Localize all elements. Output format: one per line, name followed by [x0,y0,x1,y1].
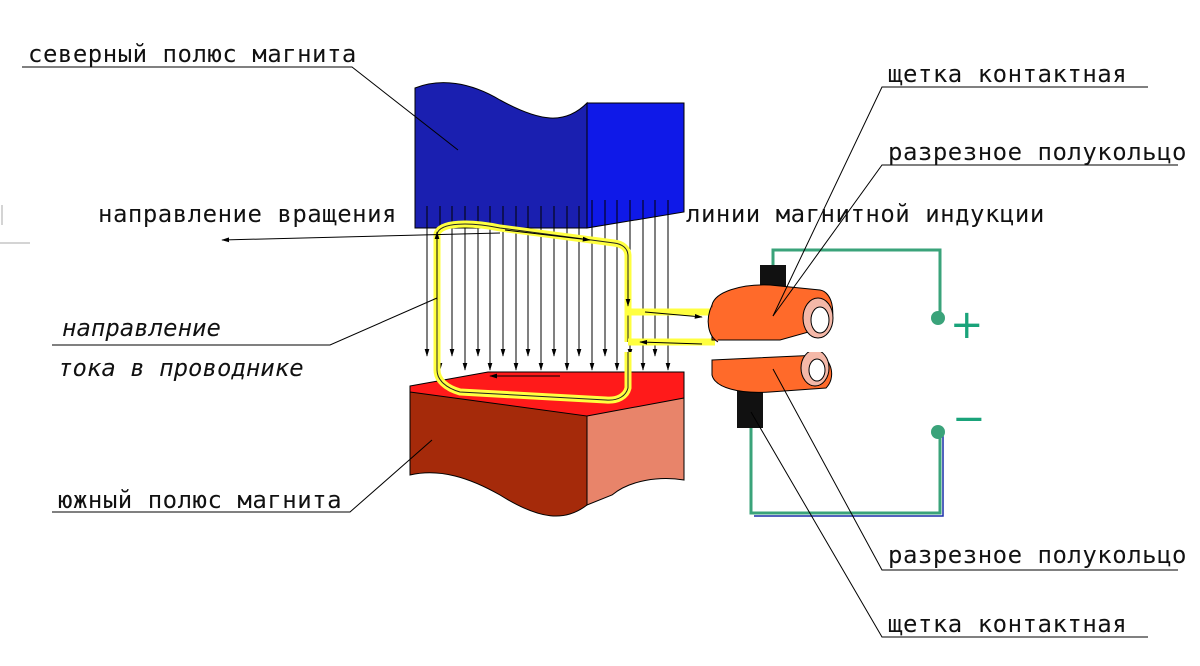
axis-stub [0,205,30,244]
label-split-ring-top: разрезное полукольцо [888,138,1187,166]
wire-plus [771,248,942,318]
label-current-direction-line2: тока в проводнике [58,354,304,382]
label-south-pole: южный полюс магнита [58,486,342,514]
leader-lines [22,66,1178,638]
terminal-minus-dot [931,425,945,439]
label-split-ring-bottom: разрезное полукольцо [888,541,1187,569]
commutator [704,265,834,428]
south-pole-front-face [409,391,588,517]
wire-minus-shadow [754,436,944,517]
external-circuit: + − [749,248,986,517]
wire-minus [749,428,942,515]
label-brush-bottom: щетка контактная [888,610,1127,638]
label-brush-top: щетка контактная [888,60,1127,88]
label-induction-lines: линии магнитной индукции [686,200,1045,228]
brush-bottom [737,386,763,428]
conductor-lead-top [624,300,715,316]
plus-sign: + [950,302,984,348]
terminal-plus-dot [931,311,945,325]
split-ring-top [707,284,834,343]
rotation-direction-arrow [221,232,501,243]
labels: северный полюс магнита направление враще… [28,40,1187,638]
south-pole-side-face [586,397,685,506]
label-north-pole: северный полюс магнита [28,40,357,68]
north-pole-side-face [586,102,685,229]
north-pole-magnet [414,82,685,229]
minus-sign: − [952,396,986,442]
split-ring-bottom [711,349,833,393]
label-current-direction-line1: направление [62,314,221,342]
north-pole-front-face [414,82,588,229]
label-rotation-direction: направление вращения [98,200,397,228]
current-direction-arrows [434,229,703,379]
